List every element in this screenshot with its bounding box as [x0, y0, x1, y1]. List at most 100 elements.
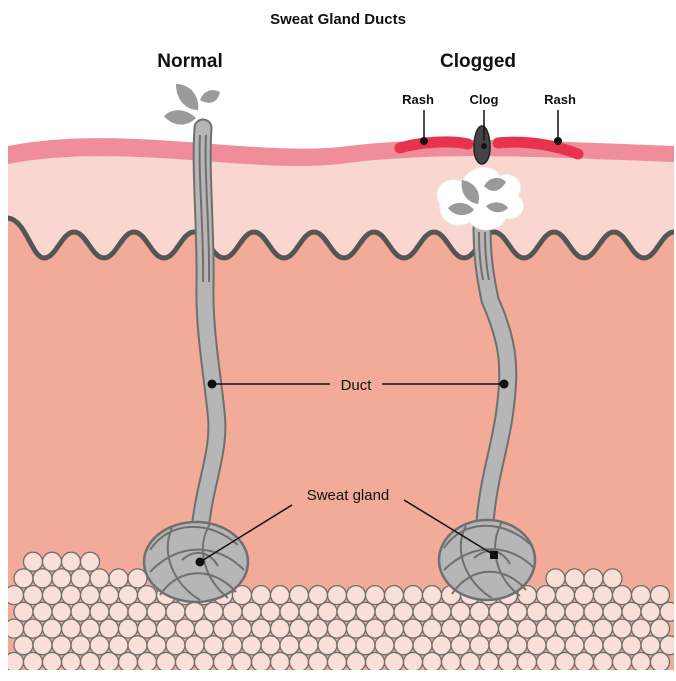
fat-cell [271, 653, 290, 672]
label-rash-left: Rash [402, 92, 434, 107]
fat-cell [299, 636, 318, 655]
fat-cell [461, 653, 480, 672]
fat-cell [147, 602, 166, 621]
fat-cell [214, 653, 233, 672]
fat-cell [603, 569, 622, 588]
fat-cell [138, 619, 157, 638]
fat-cell [442, 653, 461, 672]
fat-cell [613, 653, 632, 672]
fat-cell [176, 619, 195, 638]
fat-cell [356, 602, 375, 621]
fat-cell [5, 653, 24, 672]
fat-cell [261, 602, 280, 621]
fat-cell [204, 602, 223, 621]
fat-cell [147, 636, 166, 655]
fat-cell [214, 619, 233, 638]
fat-cell [546, 602, 565, 621]
fat-cell [166, 636, 185, 655]
fat-cell [565, 636, 584, 655]
fat-cell [233, 619, 252, 638]
fat-cell [641, 636, 660, 655]
fat-cell [81, 619, 100, 638]
fat-cell [394, 602, 413, 621]
fat-cell [33, 602, 52, 621]
fat-cell [546, 636, 565, 655]
fat-cell [527, 636, 546, 655]
fat-cell [385, 586, 404, 605]
fat-cell [24, 653, 43, 672]
fat-cell [594, 586, 613, 605]
fat-cell [347, 586, 366, 605]
fat-cell [33, 569, 52, 588]
label-duct: Duct [341, 377, 373, 394]
fat-cell [442, 619, 461, 638]
fat-cell [413, 602, 432, 621]
fat-cell [423, 653, 442, 672]
fat-cell [584, 636, 603, 655]
fat-cell [651, 586, 670, 605]
fat-cell [622, 636, 641, 655]
fat-cell [404, 619, 423, 638]
fat-cell [328, 586, 347, 605]
fat-cell [584, 569, 603, 588]
fat-cell [603, 602, 622, 621]
fat-cell [119, 653, 138, 672]
fat-cell [62, 619, 81, 638]
fat-cell [527, 602, 546, 621]
fat-cell [252, 619, 271, 638]
fat-cell [613, 586, 632, 605]
fat-cell [43, 619, 62, 638]
fat-cell [185, 636, 204, 655]
fat-cell [14, 569, 33, 588]
fat-cell [546, 569, 565, 588]
fat-cell [109, 602, 128, 621]
fat-cell [43, 586, 62, 605]
fat-cell [461, 619, 480, 638]
fat-cell [176, 653, 195, 672]
fat-cell [290, 619, 309, 638]
fat-cell [489, 602, 508, 621]
fat-cell [356, 636, 375, 655]
fat-cell [90, 602, 109, 621]
fat-cell [651, 619, 670, 638]
fat-cell [632, 653, 651, 672]
fat-cell [337, 602, 356, 621]
fat-cell [290, 586, 309, 605]
fat-cell [423, 619, 442, 638]
fat-cell [603, 636, 622, 655]
fat-cell [195, 653, 214, 672]
fat-cell [14, 602, 33, 621]
fat-cell [62, 586, 81, 605]
fat-cell [622, 602, 641, 621]
fat-cell [565, 569, 584, 588]
fat-cell [641, 602, 660, 621]
rash-band-left [400, 142, 468, 148]
fat-cell [660, 636, 676, 655]
fat-cell [556, 653, 575, 672]
fat-cell [204, 636, 223, 655]
fat-cell [185, 602, 204, 621]
label-clog: Clog [470, 92, 499, 107]
clogged-sweat-gland [439, 520, 535, 600]
fat-cell [366, 586, 385, 605]
fat-cell [537, 619, 556, 638]
fat-cell [575, 619, 594, 638]
fat-cell [100, 619, 119, 638]
fat-cell [223, 636, 242, 655]
heading-clogged: Clogged [440, 51, 516, 72]
fat-cell [537, 586, 556, 605]
fat-cell [632, 586, 651, 605]
fat-cell [518, 653, 537, 672]
fat-cell [43, 552, 62, 571]
fat-cell [299, 602, 318, 621]
fat-cell [233, 653, 252, 672]
fat-cell [318, 636, 337, 655]
fat-cell [508, 636, 527, 655]
fat-cell [375, 602, 394, 621]
fat-cell [252, 653, 271, 672]
fat-cell [347, 653, 366, 672]
fat-cell [470, 636, 489, 655]
fat-cell [584, 602, 603, 621]
fat-cell [594, 653, 613, 672]
